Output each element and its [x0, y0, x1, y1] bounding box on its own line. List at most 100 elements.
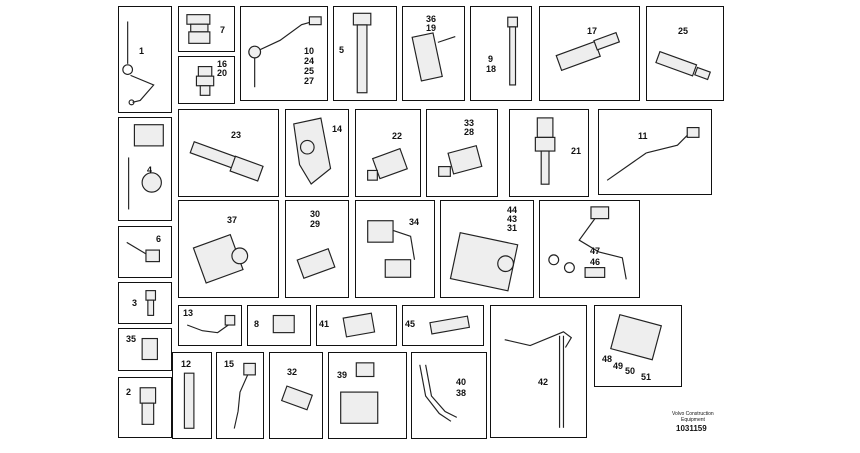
part-box-23: 23	[178, 109, 279, 197]
part-number-50: 50	[625, 366, 636, 376]
part-number-2: 2	[126, 387, 132, 397]
wire-sensor-drawing	[606, 126, 700, 181]
part-number-21: 21	[571, 146, 582, 156]
part-number-30: 30	[310, 209, 321, 219]
part-number-25b: 25	[678, 26, 689, 36]
harness-sensor-drawing	[128, 124, 164, 210]
part-number-3: 3	[132, 298, 138, 308]
part-box-8: 8	[247, 305, 311, 346]
part-box-42: 42	[490, 305, 587, 438]
part-box-17: 17	[539, 6, 640, 101]
part-box-44: 44 43 31	[440, 200, 534, 298]
speed-sensor-drawing	[655, 50, 712, 81]
part-box-33: 33 28	[426, 109, 498, 197]
part-number-15: 15	[224, 359, 235, 369]
small-switch-drawing	[126, 241, 160, 263]
part-box-30: 30 29	[285, 200, 349, 298]
part-number-22: 22	[392, 131, 403, 141]
plug-sensor-drawing	[296, 248, 336, 280]
part-number-12: 12	[181, 359, 192, 369]
drawing-number: 1031159	[676, 424, 707, 433]
part-number-16: 16	[217, 59, 228, 69]
switch-panel-drawing	[340, 362, 379, 424]
part-number-51: 51	[641, 372, 652, 382]
part-number-28: 28	[464, 127, 475, 137]
plug-drawing	[272, 314, 295, 334]
part-number-5: 5	[339, 45, 345, 55]
part-box-39: 39	[328, 352, 407, 439]
part-box-47: 47 46	[539, 200, 640, 298]
part-number-1: 1	[139, 46, 145, 56]
part-number-35: 35	[126, 334, 137, 344]
part-number-27: 27	[304, 76, 315, 86]
part-number-34: 34	[409, 217, 420, 227]
part-box-13: 13	[178, 305, 242, 346]
part-number-48: 48	[602, 354, 613, 364]
part-number-46: 46	[590, 257, 601, 267]
part-number-47: 47	[590, 246, 601, 256]
part-box-22: 22	[355, 109, 421, 197]
part-box-14: 14	[285, 109, 349, 197]
hose-sensor-drawing	[419, 364, 458, 422]
part-number-31: 31	[507, 223, 518, 233]
part-box-45: 45	[402, 305, 484, 346]
part-box-34: 34	[355, 200, 435, 298]
inductive-sensor-drawing	[555, 31, 621, 72]
probe-sensor-drawing	[507, 16, 519, 86]
pressure-switch-drawing	[438, 144, 483, 177]
fitting-drawing	[429, 315, 471, 335]
part-box-3: 3	[118, 282, 172, 324]
part-number-4: 4	[147, 165, 153, 175]
brand-line-1: Volvo Construction	[672, 411, 714, 417]
sensor-pipe-drawing	[122, 21, 155, 106]
part-number-13: 13	[183, 308, 194, 318]
part-number-19: 19	[426, 23, 437, 33]
part-box-48: 48 49 50 51	[594, 305, 682, 387]
oil-pressure-sensor-drawing	[280, 385, 314, 411]
pressure-sensor-drawing	[186, 14, 211, 44]
part-box-37: 37	[178, 200, 279, 298]
bracket-sensor-drawing	[141, 337, 158, 361]
part-number-23: 23	[231, 130, 242, 140]
cable-sensor-drawing	[248, 16, 322, 88]
part-box-7: 7	[178, 6, 235, 52]
part-box-15: 15	[216, 352, 264, 439]
part-box-16: 16 20	[178, 56, 235, 104]
part-number-14: 14	[332, 124, 343, 134]
part-box-32: 32	[269, 352, 323, 439]
part-number-39: 39	[337, 370, 348, 380]
level-sensor-drawing	[352, 12, 372, 94]
part-number-7: 7	[220, 25, 226, 35]
part-box-5: 5	[333, 6, 397, 101]
part-box-11: 11	[598, 109, 712, 195]
connector-body-drawing	[192, 233, 249, 284]
actuator-drawing	[449, 231, 519, 292]
part-box-1: 1	[118, 6, 172, 113]
part-box-41: 41	[316, 305, 397, 346]
part-box-25: 25	[646, 6, 724, 101]
part-number-8: 8	[254, 319, 260, 329]
part-number-20: 20	[217, 68, 228, 78]
part-box-40: 40 38	[411, 352, 487, 439]
relay-block-drawing	[610, 313, 663, 361]
part-number-25: 25	[304, 66, 315, 76]
sensor-kit-drawing	[548, 206, 627, 280]
temperature-sensor-drawing	[195, 66, 215, 96]
round-sensor-drawing	[367, 147, 409, 181]
part-number-33: 33	[464, 118, 475, 128]
part-number-42: 42	[538, 377, 549, 387]
part-number-36: 36	[426, 14, 437, 24]
part-box-9: 9 18	[470, 6, 532, 101]
part-number-44: 44	[507, 205, 518, 215]
brand-line-2: Equipment	[681, 417, 705, 423]
part-box-10: 10 24 25 27	[240, 6, 328, 101]
round-switch-drawing	[139, 387, 157, 425]
hex-sensor-drawing	[534, 117, 556, 185]
part-number-6: 6	[156, 234, 162, 244]
part-box-35: 35	[118, 328, 172, 371]
threaded-sensor-drawing	[189, 141, 264, 182]
part-number-24: 24	[304, 56, 315, 66]
part-number-37: 37	[227, 215, 238, 225]
part-box-36: 36 19	[402, 6, 465, 101]
